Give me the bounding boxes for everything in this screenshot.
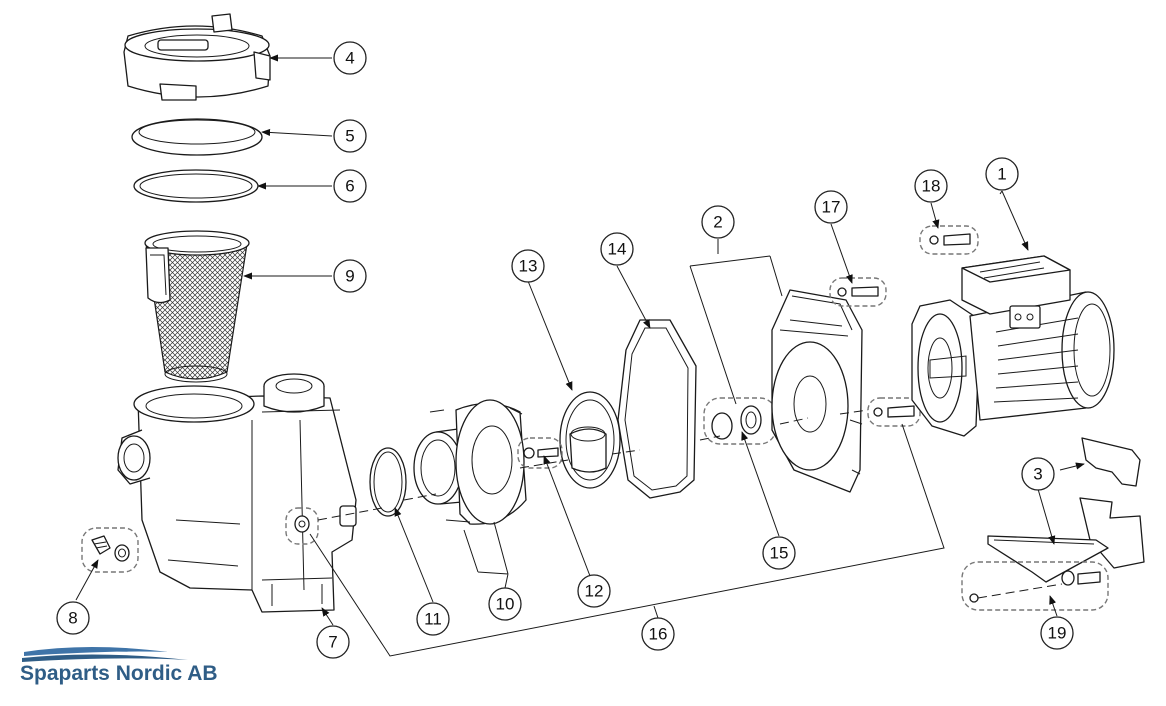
callout-18: 18 [914,169,948,203]
svg-text:10: 10 [496,595,515,614]
svg-text:8: 8 [68,609,77,628]
svg-text:5: 5 [345,127,354,146]
pump-housing [117,373,357,613]
svg-text:19: 19 [1048,624,1067,643]
bolt-assembly-16 [867,397,921,427]
callout-14: 14 [600,232,634,266]
callout-5: 5 [333,119,367,153]
assembly-axis [317,409,869,521]
strainer-lid-ring [123,13,271,101]
seal-plate-gasket [617,319,697,499]
bolt-assembly-19 [961,561,1109,611]
callout-12: 12 [577,574,611,608]
callout-13: 13 [511,249,545,283]
impeller [559,391,621,489]
impeller-screw-assembly [517,437,563,469]
svg-text:3: 3 [1033,465,1042,484]
motor [911,255,1115,437]
callout-19: 19 [1040,616,1074,650]
svg-text:7: 7 [328,633,337,652]
brand-name: Spaparts Nordic AB [20,662,218,685]
housing-nut-group [285,507,319,545]
seal-plate [771,289,863,493]
callout-2: 2 [701,205,735,239]
mechanical-seal [703,397,777,445]
svg-text:11: 11 [424,610,442,629]
bolt-assembly-17 [829,277,887,307]
motor-base-bracket [987,437,1145,583]
svg-text:1: 1 [997,165,1006,184]
svg-text:9: 9 [345,267,354,286]
lid-o-ring [131,118,263,156]
callout-1: 1 [985,157,1019,191]
wave-stripe-1 [24,647,168,656]
o-ring-6 [133,169,259,203]
callout-8: 8 [56,601,90,635]
callout-7: 7 [316,625,350,659]
callout-9: 9 [333,259,367,293]
callout-10: 10 [488,587,522,621]
callout-4: 4 [333,41,367,75]
callout-11: 11 [416,602,450,636]
diffuser-o-ring [369,447,407,517]
callout-3: 3 [1021,457,1055,491]
callout-17: 17 [814,190,848,224]
base-axis [977,583,1063,599]
callout-16: 16 [641,617,675,651]
svg-text:16: 16 [649,625,668,644]
bolt-assembly-18 [919,225,979,255]
diffuser [413,399,527,525]
svg-text:18: 18 [922,177,941,196]
leader-16-bracket [309,423,945,657]
svg-text:2: 2 [713,213,722,232]
brand-wave-logo [22,647,188,662]
svg-text:6: 6 [345,177,354,196]
wave-stripe-2 [22,654,188,662]
svg-text:12: 12 [585,582,604,601]
svg-text:4: 4 [345,49,354,68]
svg-text:14: 14 [608,240,627,259]
drain-plug-assembly [81,527,139,573]
svg-text:17: 17 [822,198,841,217]
leader-lines [75,54,1085,626]
svg-text:13: 13 [519,257,538,276]
callout-15: 15 [762,536,796,570]
svg-text:15: 15 [770,544,789,563]
callout-6: 6 [333,169,367,203]
strainer-basket [144,230,250,383]
